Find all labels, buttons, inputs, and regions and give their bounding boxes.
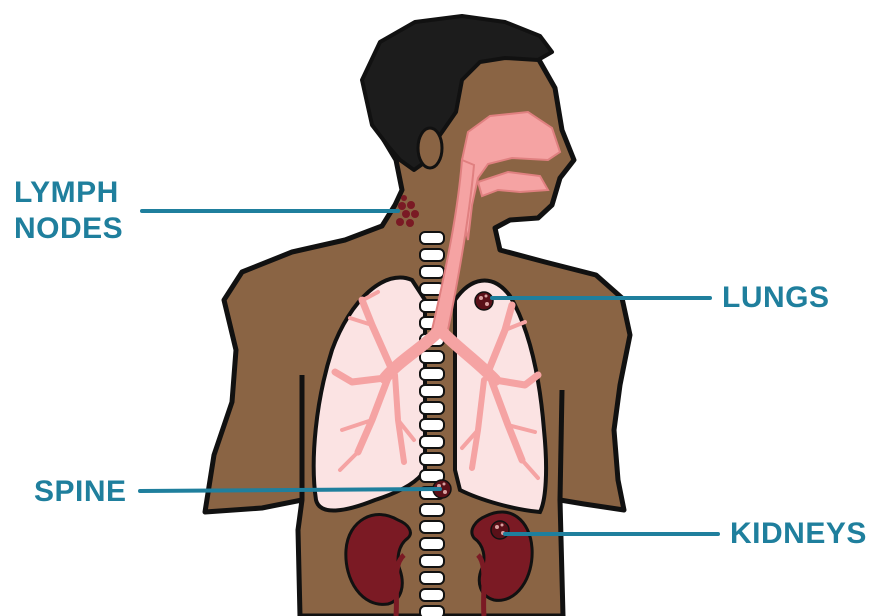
- ear: [418, 128, 442, 168]
- vertebra: [420, 402, 444, 414]
- vertebra: [420, 453, 444, 465]
- vertebra: [420, 419, 444, 431]
- label-lymph-nodes: LYMPH NODES: [14, 175, 123, 247]
- vertebra: [420, 385, 444, 397]
- vertebra: [420, 504, 444, 516]
- label-lymph-line1: LYMPH: [14, 175, 123, 211]
- vertebra: [420, 538, 444, 550]
- vertebra: [420, 572, 444, 584]
- label-lymph-line2: NODES: [14, 211, 123, 247]
- vertebra: [420, 368, 444, 380]
- vertebra: [420, 351, 444, 363]
- vertebra: [420, 266, 444, 278]
- leader-line-spine: [140, 489, 440, 491]
- lung-tumor: [475, 292, 493, 310]
- vertebra: [420, 232, 444, 244]
- label-lungs: LUNGS: [722, 280, 830, 316]
- label-kidneys: KIDNEYS: [730, 516, 867, 552]
- label-spine: SPINE: [34, 474, 127, 510]
- vertebra: [420, 589, 444, 601]
- vertebra: [420, 555, 444, 567]
- vertebra: [420, 606, 444, 616]
- vertebra: [420, 436, 444, 448]
- right-arm-line: [560, 390, 562, 500]
- vertebra: [420, 249, 444, 261]
- kidney-tumor: [491, 521, 509, 539]
- vertebra: [420, 521, 444, 533]
